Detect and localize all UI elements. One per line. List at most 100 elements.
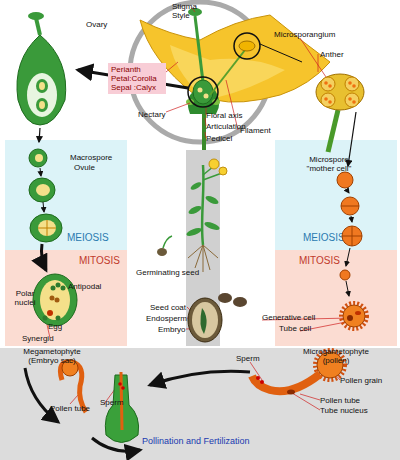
anther-section [348, 81, 352, 85]
plant [163, 236, 172, 248]
flower [198, 88, 203, 93]
ovary-section [36, 18, 40, 35]
leader-lines [166, 103, 190, 112]
plant [187, 204, 202, 215]
ovule-development [29, 149, 47, 167]
plant [188, 245, 218, 272]
anther-section [352, 84, 356, 88]
plant [200, 308, 206, 334]
ovule-development [30, 214, 62, 242]
ovary-section [36, 79, 48, 93]
part-label: Pollen tube [50, 404, 90, 413]
pollen-development [347, 315, 353, 321]
part-label: Floral axis [206, 111, 242, 120]
anther-section [345, 93, 359, 107]
pollen-development [337, 172, 353, 188]
ovule-development [38, 220, 56, 236]
part-label: Microsporangium [274, 30, 335, 39]
ovule-development [61, 286, 66, 291]
fertilization [256, 376, 260, 380]
part-label: Embryo [158, 325, 186, 334]
pollen-development [355, 311, 361, 315]
anther-section [321, 93, 335, 107]
leader-lines [166, 62, 178, 72]
fertilization [260, 380, 264, 384]
node-text: MITOSIS [79, 255, 120, 266]
part-label: Generative cell [262, 313, 315, 322]
part-label: Sperm [236, 354, 260, 363]
part-label: Germinating seed [136, 268, 199, 277]
fertilization [121, 386, 125, 390]
plant [188, 298, 222, 342]
pollen-development [342, 226, 362, 246]
plant [203, 220, 220, 231]
part-label: Pollen tube [320, 396, 360, 405]
plant [219, 167, 227, 175]
ovary-section [28, 12, 44, 20]
plant [209, 159, 219, 169]
pollen-development [340, 270, 350, 280]
part-label: Macrospore [70, 153, 112, 162]
node-text: MEIOSIS [67, 232, 109, 243]
part-label: Polar nuclei [10, 289, 40, 307]
part-label: Stigma [172, 2, 197, 11]
ovary-section [39, 82, 45, 90]
pollen-development [343, 305, 365, 327]
flower [260, 44, 302, 62]
flower [239, 41, 255, 51]
plant [192, 302, 218, 338]
part-label: Pedicel [206, 134, 232, 143]
ovule-development [56, 316, 61, 321]
anther-section [324, 97, 328, 101]
pollen-development [341, 197, 359, 215]
node-text: Perianth [111, 65, 163, 74]
part-label: Style [172, 11, 190, 20]
ovary-section [17, 12, 66, 142]
flower [234, 33, 260, 59]
part-label: Anther [320, 50, 344, 59]
part-label: Seed coat [150, 303, 186, 312]
node-text: MITOSIS [299, 255, 340, 266]
part-label: Egg [48, 322, 62, 331]
anther-section [328, 100, 332, 104]
ovary-section [36, 98, 48, 112]
plant [190, 181, 203, 191]
part-label: Ovule [74, 163, 95, 172]
flower [193, 80, 213, 104]
ovule-development [33, 274, 77, 326]
fertilization [118, 382, 122, 386]
node-text: Sepal :Calyx [111, 83, 163, 92]
anther-section [328, 84, 332, 88]
plant [157, 248, 167, 256]
node-text: Petal:Corolla [111, 74, 163, 83]
ovule-development [36, 184, 50, 196]
plant [233, 297, 247, 307]
plant [202, 165, 203, 245]
flower [204, 94, 209, 99]
ovule-development [50, 296, 55, 301]
pollen-development [341, 206, 359, 207]
ovule-development [56, 283, 61, 288]
leader-lines [205, 118, 206, 126]
flower [195, 16, 203, 82]
flower [202, 110, 206, 150]
part-label: Megametophyte (Embryo sac) [12, 347, 92, 365]
ovule-development [43, 316, 48, 321]
pollen-development [342, 226, 362, 246]
part-label: Antipodal [68, 282, 101, 291]
leader-lines [318, 54, 319, 72]
anther-section [316, 74, 364, 110]
ovary-section [17, 35, 66, 125]
plant [185, 226, 202, 237]
anther-section [321, 77, 335, 91]
flower [188, 77, 218, 107]
ovule-development [55, 298, 60, 303]
flower [140, 15, 330, 102]
perianth-box: PerianthPetal:CorollaSepal :Calyx [108, 63, 166, 94]
ovule-development [40, 280, 70, 320]
ovule-development [51, 286, 56, 291]
ovule-development [35, 154, 43, 162]
